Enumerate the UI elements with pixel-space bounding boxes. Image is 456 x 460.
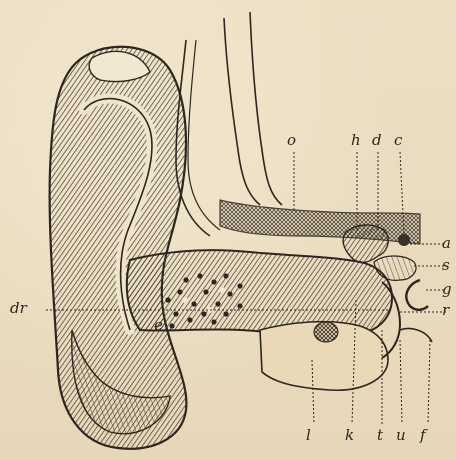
label-l: l	[306, 428, 311, 443]
semicircle-g	[406, 280, 428, 310]
label-u: u	[396, 428, 406, 443]
ear-canal	[127, 250, 392, 335]
label-dr: dr	[10, 301, 27, 316]
label-h: h	[351, 133, 361, 148]
ossicle-c	[398, 234, 410, 246]
label-r: r	[442, 303, 449, 318]
label-a: a	[442, 236, 451, 251]
label-e: e	[154, 318, 163, 333]
label-o: o	[287, 133, 296, 148]
label-t: t	[377, 428, 383, 443]
label-c: c	[394, 133, 402, 148]
temporal-bone-upper	[220, 200, 420, 244]
label-s: s	[442, 258, 450, 273]
label-f: f	[420, 428, 426, 443]
label-g: g	[442, 282, 452, 297]
label-d: d	[372, 133, 382, 148]
vessel-strands	[224, 12, 282, 205]
label-k: k	[345, 428, 354, 443]
malleus-incus	[343, 225, 388, 263]
